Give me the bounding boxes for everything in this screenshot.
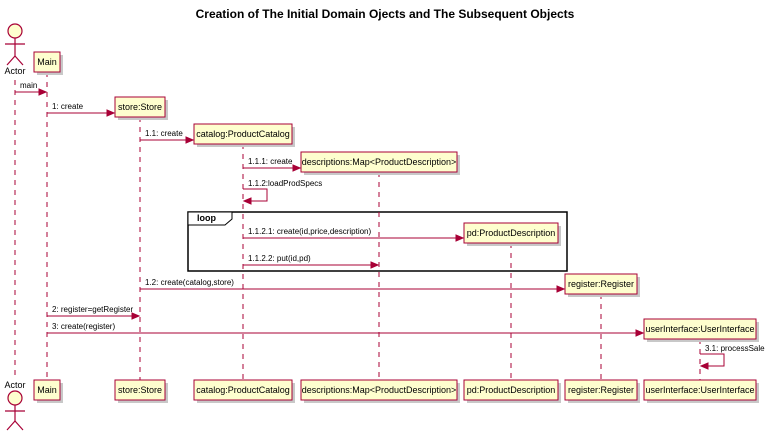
participant-label: store:Store xyxy=(118,385,162,395)
message-label: 1.2: create(catalog,store) xyxy=(145,278,234,287)
message-7: 1.1.2.2: put(id,pd) xyxy=(243,254,380,269)
message-label: 1.1.2.1: create(id,price,description) xyxy=(248,227,372,236)
message-4: 1.1.1: create xyxy=(243,157,302,172)
message-1: main xyxy=(15,81,48,96)
participant-pd-bottom: pd:ProductDescription xyxy=(463,379,561,403)
message-label: main xyxy=(20,81,37,90)
message-label: 1.1: create xyxy=(145,129,183,138)
actor-icon xyxy=(5,390,25,431)
participant-main-top: Main xyxy=(33,51,63,75)
participant-descriptions-bottom: descriptions:Map<ProductDescription> xyxy=(300,379,460,403)
participant-label: descriptions:Map<ProductDescription> xyxy=(302,157,457,167)
message-label: 1.1.2:loadProdSpecs xyxy=(248,179,322,188)
participant-label: store:Store xyxy=(118,102,162,112)
participant-label: Main xyxy=(37,57,57,67)
participant-label: pd:ProductDescription xyxy=(467,385,556,395)
participant-label: Main xyxy=(37,385,57,395)
actor-bottom: Actor xyxy=(4,380,26,431)
participant-store-top: store:Store xyxy=(114,96,168,120)
message-label: 3.1: processSale xyxy=(705,344,765,353)
message-label: 3: create(register) xyxy=(52,322,115,331)
message-3: 1.1: create xyxy=(140,129,195,144)
message-10: 3: create(register) xyxy=(47,322,645,337)
participant-pd-top: pd:ProductDescription xyxy=(463,222,561,246)
actor-label: Actor xyxy=(4,66,25,76)
actor-top: Actor xyxy=(4,23,26,76)
message-2: 1: create xyxy=(47,102,116,117)
participant-ui-top: userInterface:UserInterface xyxy=(643,318,759,342)
message-5: 1.1.2:loadProdSpecs xyxy=(242,179,322,205)
participant-label: register:Register xyxy=(568,385,634,395)
participant-label: descriptions:Map<ProductDescription> xyxy=(302,385,457,395)
loop-fragment: loop xyxy=(187,211,568,272)
participant-label: pd:ProductDescription xyxy=(467,228,556,238)
participant-label: register:Register xyxy=(568,279,634,289)
message-9: 2: register=getRegister xyxy=(47,305,141,320)
participant-catalog-top: catalog:ProductCatalog xyxy=(193,123,295,147)
participant-label: userInterface:UserInterface xyxy=(645,324,754,334)
message-6: 1.1.2.1: create(id,price,description) xyxy=(243,227,465,242)
message-8: 1.2: create(catalog,store) xyxy=(140,278,566,293)
diagram-title: Creation of The Initial Domain Ojects an… xyxy=(196,7,575,21)
participant-label: userInterface:UserInterface xyxy=(645,385,754,395)
message-label: 1: create xyxy=(52,102,84,111)
participant-ui-bottom: userInterface:UserInterface xyxy=(643,379,759,403)
actor-icon xyxy=(5,23,25,66)
message-label: 1.1.1: create xyxy=(248,157,293,166)
participant-main-bottom: Main xyxy=(33,379,63,403)
actor-label-bottom: Actor xyxy=(4,380,25,390)
participant-descriptions-top: descriptions:Map<ProductDescription> xyxy=(300,151,460,175)
message-label: 2: register=getRegister xyxy=(52,305,133,314)
participant-catalog-bottom: catalog:ProductCatalog xyxy=(193,379,295,403)
message-11: 3.1: processSale xyxy=(699,344,765,370)
message-label: 1.1.2.2: put(id,pd) xyxy=(248,254,311,263)
participant-label: catalog:ProductCatalog xyxy=(196,129,290,139)
participant-register-top: register:Register xyxy=(564,273,640,297)
loop-fragment-label: loop xyxy=(197,213,216,223)
participant-store-bottom: store:Store xyxy=(114,379,168,403)
participant-register-bottom: register:Register xyxy=(564,379,640,403)
participant-label: catalog:ProductCatalog xyxy=(196,385,290,395)
